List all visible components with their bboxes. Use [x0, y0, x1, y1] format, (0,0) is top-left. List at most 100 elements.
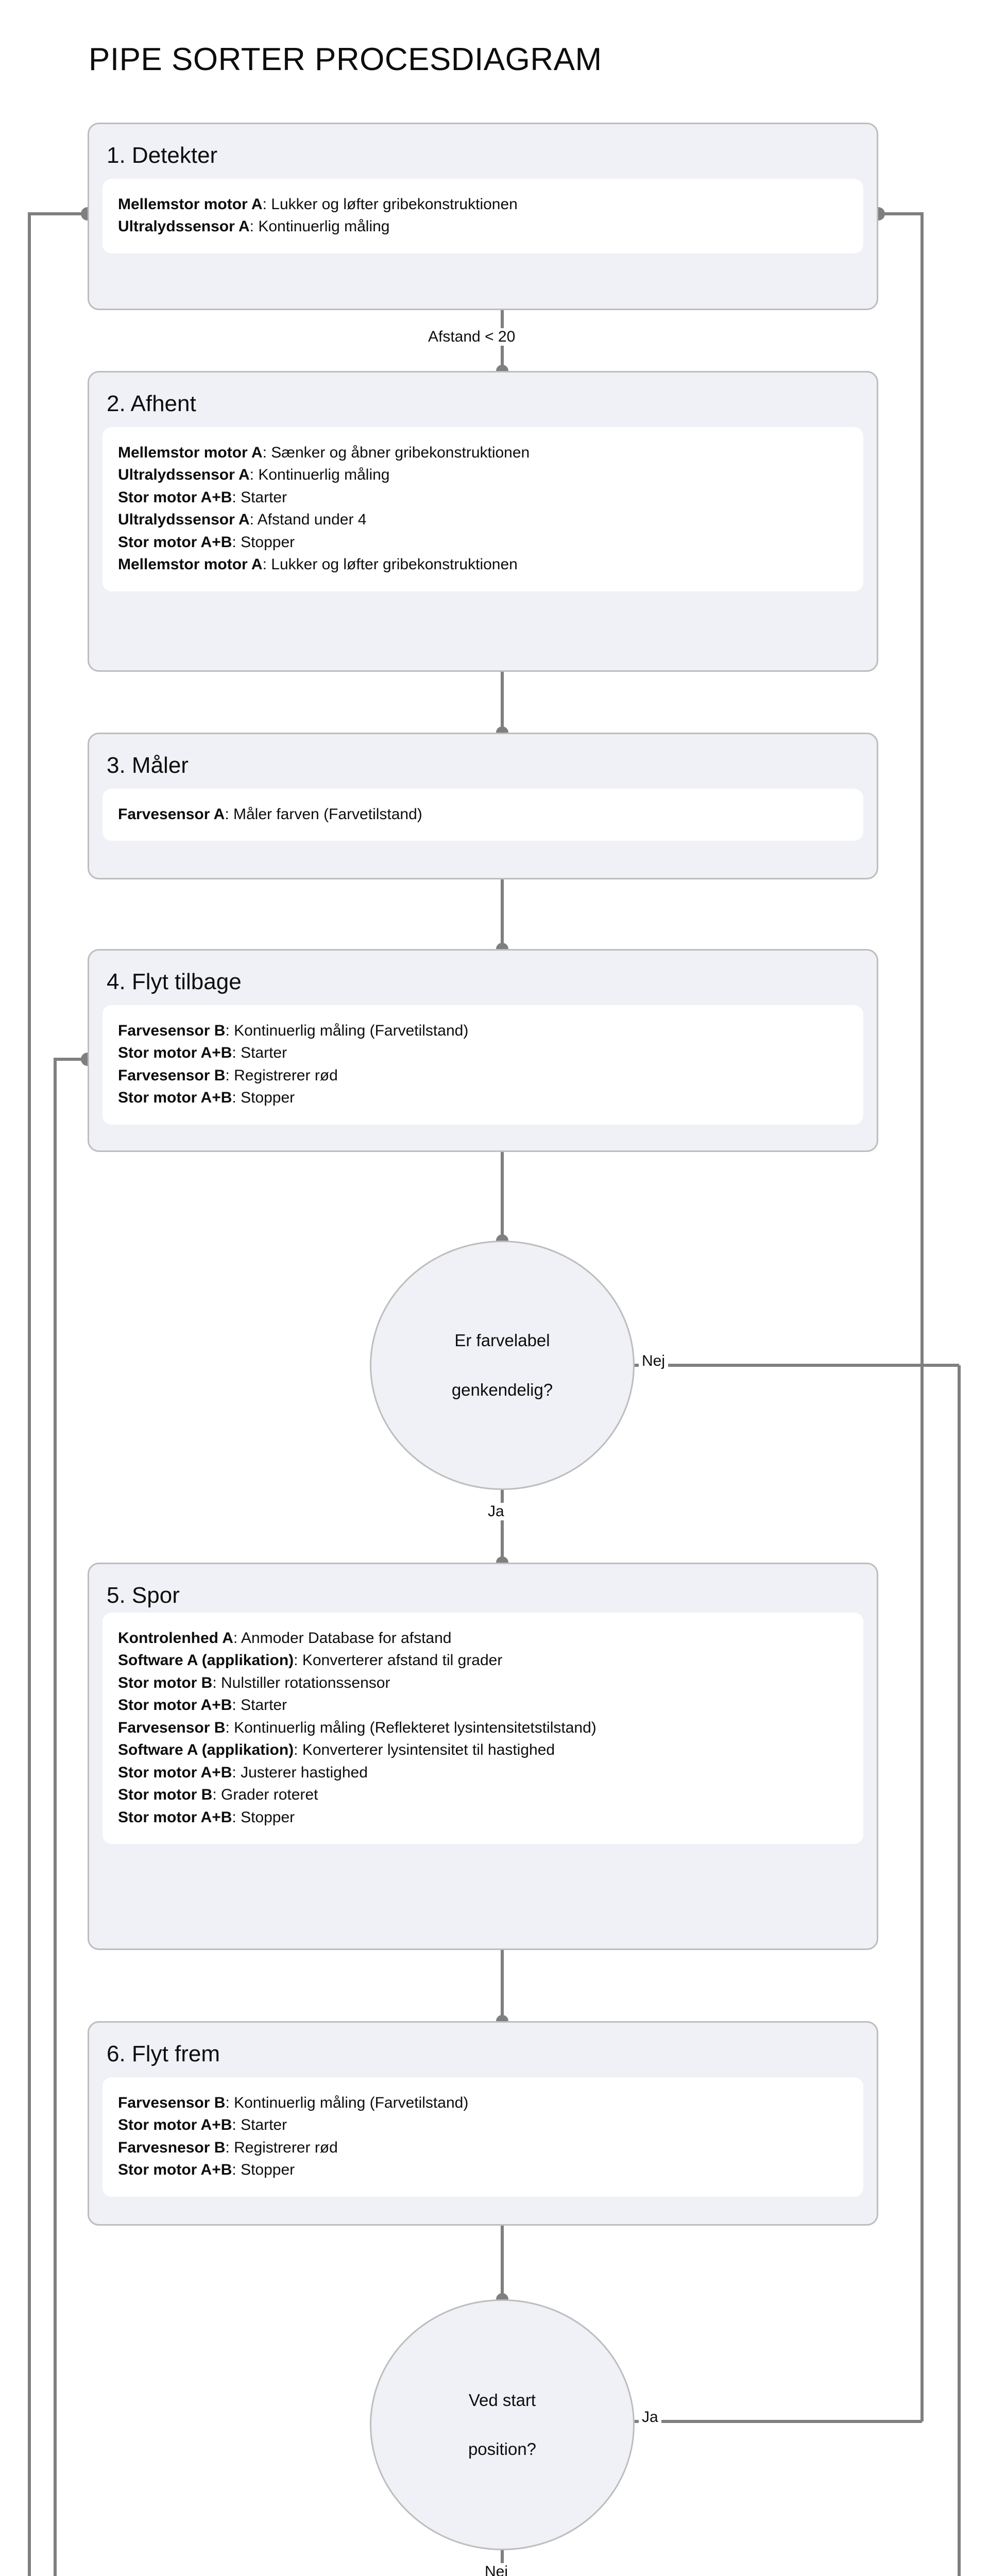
stage-title: 6. Flyt frem	[107, 2041, 220, 2066]
step-action: Starter	[241, 2116, 287, 2134]
edge-label-nej-1: Nej	[639, 1352, 669, 1370]
step-action: Konverterer afstand til grader	[302, 1652, 503, 1669]
step-action: Lukker og løfter gribekonstruktionen	[271, 195, 518, 213]
stage-title: 4. Flyt tilbage	[107, 969, 242, 994]
step-sep: :	[225, 1066, 234, 1084]
step-actor: Ultralydssensor A	[118, 218, 250, 235]
step-line: Farvesensor A: Måler farven (Farvetilsta…	[118, 803, 848, 826]
step-action: Konverterer lysintensitet til hastighed	[302, 1741, 555, 1759]
step-line: Farvesensor B: Kontinuerlig måling (Refl…	[118, 1717, 848, 1739]
step-sep: :	[212, 1786, 221, 1804]
step-line: Farvesensor B: Kontinuerlig måling (Farv…	[118, 1020, 848, 1042]
step-line: Stor motor A+B: Stopper	[118, 1806, 848, 1829]
step-sep: :	[212, 1674, 221, 1691]
step-action: Grader roteret	[221, 1786, 318, 1804]
step-line: Stor motor A+B: Starter	[118, 1042, 848, 1064]
stage-box-detekter[interactable]: 1. Detekter Mellemstor motor A: Lukker o…	[88, 123, 878, 310]
decision-line-2: genkendelig?	[451, 1380, 553, 1399]
edge-label-nej-2: Nej	[482, 2563, 511, 2576]
step-action: Anmoder Database for afstand	[241, 1629, 452, 1647]
step-action: Kontinuerlig måling (Farvetilstand)	[234, 1022, 469, 1039]
stage-box-flyt-frem[interactable]: 6. Flyt frem Farvesensor B: Kontinuerlig…	[88, 2021, 878, 2226]
step-actor: Stor motor A+B	[118, 488, 232, 506]
step-line: Stor motor A+B: Stopper	[118, 1087, 848, 1109]
step-sep: :	[232, 1044, 241, 1062]
decision-line-2: position?	[468, 2439, 537, 2459]
step-line: Stor motor B: Nulstiller rotationssensor	[118, 1672, 848, 1694]
stage-box-maaler[interactable]: 3. Måler Farvesensor A: Måler farven (Fa…	[88, 733, 878, 879]
step-actor: Kontrolenhed A	[118, 1629, 233, 1647]
step-actor: Stor motor B	[118, 1786, 213, 1804]
stage-box-spor[interactable]: 5. Spor Kontrolenhed A: Anmoder Database…	[88, 1563, 878, 1950]
step-action: Starter	[241, 1697, 287, 1714]
step-action: Starter	[241, 1044, 287, 1062]
step-line: Ultralydssensor A: Kontinuerlig måling	[118, 464, 848, 486]
step-action: Justerer hastighed	[241, 1764, 368, 1781]
step-action: Registrerer rød	[234, 1066, 338, 1084]
step-actor: Stor motor A+B	[118, 1808, 232, 1826]
step-line: Farvesensor B: Registrerer rød	[118, 1064, 848, 1087]
step-action: Lukker og løfter gribekonstruktionen	[271, 556, 518, 573]
step-line: Farvesensor B: Kontinuerlig måling (Farv…	[118, 2092, 848, 2114]
step-line: Stor motor B: Grader roteret	[118, 1784, 848, 1806]
stage-title: 1. Detekter	[107, 143, 218, 168]
step-actor: Stor motor A+B	[118, 2161, 232, 2179]
step-line: Ultralydssensor A: Kontinuerlig måling	[118, 215, 848, 238]
step-sep: :	[225, 1022, 234, 1039]
decision-text: Ved start position?	[458, 2388, 547, 2462]
stage-title: 2. Afhent	[107, 391, 196, 416]
step-line: Software A (applikation): Konverterer af…	[118, 1649, 848, 1672]
step-sep: :	[262, 556, 271, 573]
step-actor: Farvesnesor B	[118, 2139, 226, 2156]
step-line: Software A (applikation): Konverterer ly…	[118, 1739, 848, 1761]
step-actor: Ultralydssensor A	[118, 466, 250, 484]
step-sep: :	[225, 805, 233, 823]
step-line: Mellemstor motor A: Lukker og løfter gri…	[118, 193, 848, 216]
page-title: PIPE SORTER PROCESDIAGRAM	[89, 42, 602, 77]
step-line: Ultralydssensor A: Afstand under 4	[118, 509, 848, 531]
step-sep: :	[249, 511, 258, 529]
step-sep: :	[232, 1697, 241, 1714]
step-line: Stor motor A+B: Starter	[118, 1694, 848, 1717]
stage-body: Farvesensor B: Kontinuerlig måling (Farv…	[103, 1005, 863, 1125]
step-actor: Stor motor A+B	[118, 2116, 232, 2134]
stage-body: Farvesensor B: Kontinuerlig måling (Farv…	[103, 2077, 863, 2197]
step-sep: :	[232, 1089, 241, 1107]
step-sep: :	[225, 2139, 234, 2156]
stage-body: Kontrolenhed A: Anmoder Database for afs…	[103, 1612, 863, 1844]
step-sep: :	[249, 218, 259, 235]
step-actor: Stor motor A+B	[118, 1697, 232, 1714]
rail-right-inner	[878, 212, 924, 2421]
stage-title: 5. Spor	[107, 1583, 180, 1608]
step-sep: :	[294, 1652, 302, 1669]
step-actor: Ultralydssensor A	[118, 511, 250, 529]
step-sep: :	[225, 1719, 234, 1736]
step-actor: Software A (applikation)	[118, 1741, 294, 1759]
decision-line-1: Ved start	[468, 2390, 536, 2410]
edge-label-ja-1: Ja	[485, 1503, 507, 1520]
decision-farvelabel[interactable]: Er farvelabel genkendelig?	[370, 1241, 635, 1490]
step-line: Stor motor A+B: Starter	[118, 2114, 848, 2137]
step-actor: Farvesensor A	[118, 805, 225, 823]
step-action: Kontinuerlig måling (Farvetilstand)	[234, 2094, 469, 2111]
step-line: Farvesnesor B: Registrerer rød	[118, 2137, 848, 2159]
step-sep: :	[233, 1629, 241, 1647]
step-sep: :	[232, 2116, 241, 2134]
step-sep: :	[249, 466, 259, 484]
step-actor: Farvesensor B	[118, 2094, 226, 2111]
stage-box-afhent[interactable]: 2. Afhent Mellemstor motor A: Sænker og …	[88, 371, 878, 672]
step-action: Kontinuerlig måling (Reflekteret lysinte…	[234, 1719, 596, 1736]
step-actor: Stor motor A+B	[118, 1044, 232, 1062]
step-action: Kontinuerlig måling	[258, 466, 390, 484]
step-sep: :	[232, 533, 241, 551]
decision-startposition[interactable]: Ved start position?	[370, 2299, 635, 2550]
step-actor: Software A (applikation)	[118, 1652, 294, 1669]
stage-box-flyt-tilbage[interactable]: 4. Flyt tilbage Farvesensor B: Kontinuer…	[88, 949, 878, 1152]
step-action: Kontinuerlig måling	[258, 218, 390, 235]
step-actor: Farvesensor B	[118, 1719, 226, 1736]
step-actor: Mellemstor motor A	[118, 444, 263, 461]
decision-text: Er farvelabel genkendelig?	[441, 1328, 563, 1402]
step-line: Mellemstor motor A: Lukker og løfter gri…	[118, 553, 848, 576]
step-line: Mellemstor motor A: Sænker og åbner grib…	[118, 442, 848, 464]
